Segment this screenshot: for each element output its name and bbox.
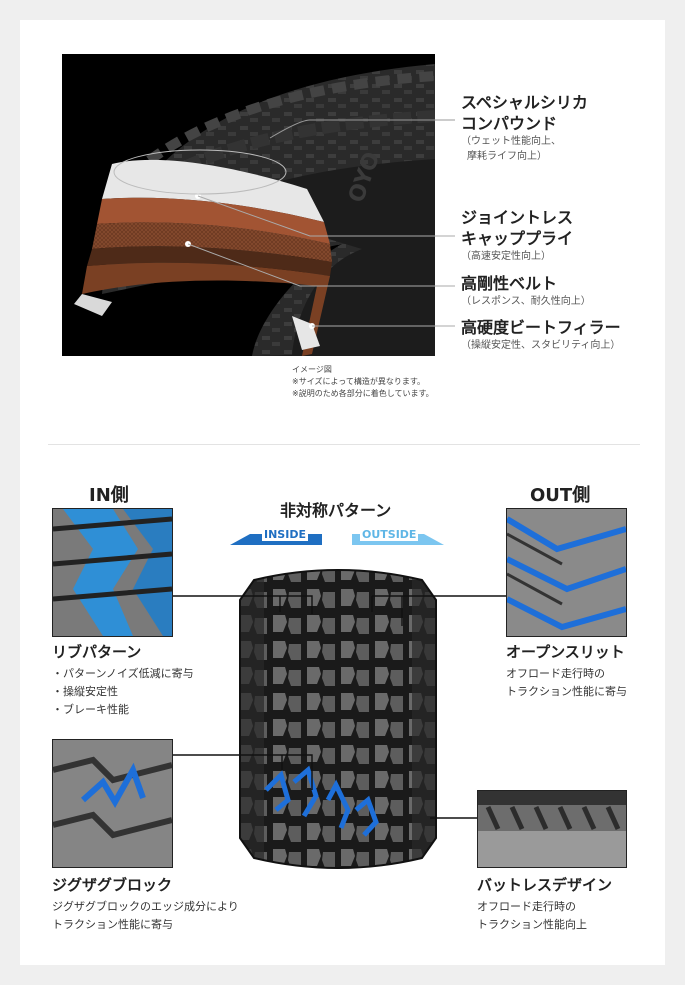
buttress-design-thumbnail: [477, 790, 627, 868]
rib-pattern-thumbnail: [52, 508, 173, 637]
inside-label: INSIDE: [262, 528, 308, 541]
outside-label: OUTSIDE: [360, 528, 419, 541]
out-side-heading: OUT側: [530, 485, 591, 506]
feature-open-slit: オープンスリット オフロード走行時の トラクション性能に寄与: [506, 643, 627, 698]
label-bead-filler: 高硬度ビートフィラー （操縦安定性、スタビリティ向上）: [461, 318, 621, 351]
feature-rib-pattern: リブパターン ・パターンノイズ低減に寄与 ・操縦安定性 ・ブレーキ性能: [52, 643, 194, 716]
open-slit-thumbnail: [506, 508, 627, 637]
label-jointless-cap-ply: ジョイントレス キャッププライ （高速安定性向上）: [461, 208, 574, 262]
tire-front-image: [239, 569, 437, 869]
in-side-heading: IN側: [89, 485, 129, 506]
image-notes: イメージ図 ※サイズによって構造が異なります。 ※説明のため各部分に着色していま…: [292, 365, 434, 398]
zigzag-block-thumbnail: [52, 739, 173, 868]
tire-cutaway-image: OYO: [62, 54, 435, 356]
label-high-rigidity-belt: 高剛性ベルト （レスポンス、耐久性向上）: [461, 274, 591, 307]
section-divider: [48, 444, 640, 445]
feature-zigzag-block: ジグザグブロック ジグザグブロックのエッジ成分により トラクション性能に寄与: [52, 876, 239, 931]
asymmetric-pattern-title: 非対称パターン: [280, 501, 392, 520]
feature-buttress-design: バットレスデザイン オフロード走行時の トラクション性能向上: [477, 876, 613, 931]
label-silica-compound: スペシャルシリカ コンパウンド （ウェット性能向上、 摩耗ライフ向上）: [461, 93, 588, 162]
